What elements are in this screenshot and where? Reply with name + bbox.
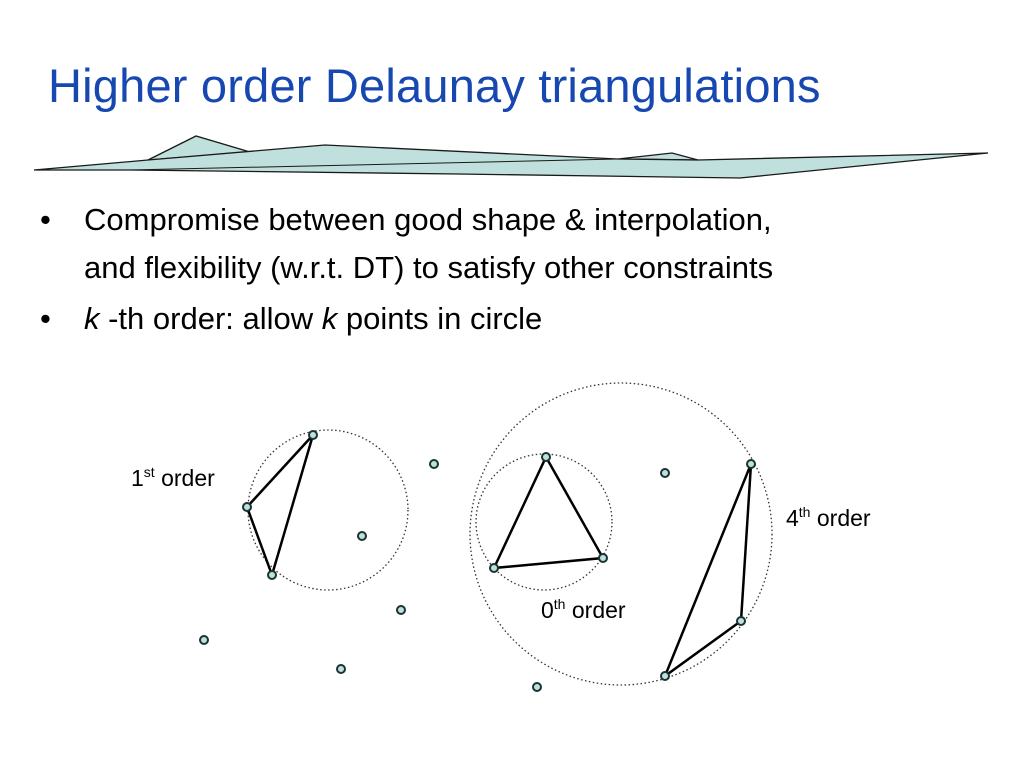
bullet-text-line: and flexibility (w.r.t. DT) to satisfy o… xyxy=(84,250,774,285)
bullet-symbol: • xyxy=(40,202,51,237)
bullet-list: • Compromise between good shape & interp… xyxy=(40,194,773,345)
scattered-points xyxy=(199,459,670,692)
zeroth-order-circle xyxy=(475,453,613,591)
bullet-variable-k: k xyxy=(84,301,100,336)
point xyxy=(357,531,367,541)
terrain-illustration xyxy=(33,135,989,179)
point xyxy=(396,605,406,615)
first-order-circle xyxy=(247,429,409,591)
zeroth-order-triangle xyxy=(491,454,606,570)
triangle-vertices xyxy=(242,430,756,681)
terrain-ridge-line xyxy=(129,158,619,171)
point xyxy=(336,664,346,674)
bullet-text-line: Compromise between good shape & interpol… xyxy=(84,202,772,237)
point xyxy=(660,671,670,681)
fourth-order-circle xyxy=(469,382,773,686)
point xyxy=(736,616,746,626)
point xyxy=(308,430,318,440)
point xyxy=(429,459,439,469)
point xyxy=(242,502,252,512)
bullet-item: • k -th order: allow k points in circle xyxy=(40,293,773,345)
first-order-triangle xyxy=(245,434,315,579)
label-first-order: 1st order xyxy=(131,464,215,491)
bullet-text: points in circle xyxy=(337,301,543,336)
point xyxy=(660,468,670,478)
bullet-symbol: • xyxy=(40,301,51,336)
point xyxy=(199,635,209,645)
point xyxy=(267,570,277,580)
label-fourth-order: 4th order xyxy=(786,504,871,531)
bullet-item: • Compromise between good shape & interp… xyxy=(40,194,773,294)
point xyxy=(532,682,542,692)
bullet-text: -th order: allow xyxy=(99,301,322,336)
fourth-order-triangle xyxy=(662,463,753,680)
point xyxy=(489,563,499,573)
slide-title: Higher order Delaunay triangulations xyxy=(48,59,821,112)
bullet-variable-k: k xyxy=(321,301,338,336)
label-zeroth-order: 0th order xyxy=(541,596,626,623)
point xyxy=(598,553,608,563)
point xyxy=(746,459,756,469)
point xyxy=(541,452,551,462)
